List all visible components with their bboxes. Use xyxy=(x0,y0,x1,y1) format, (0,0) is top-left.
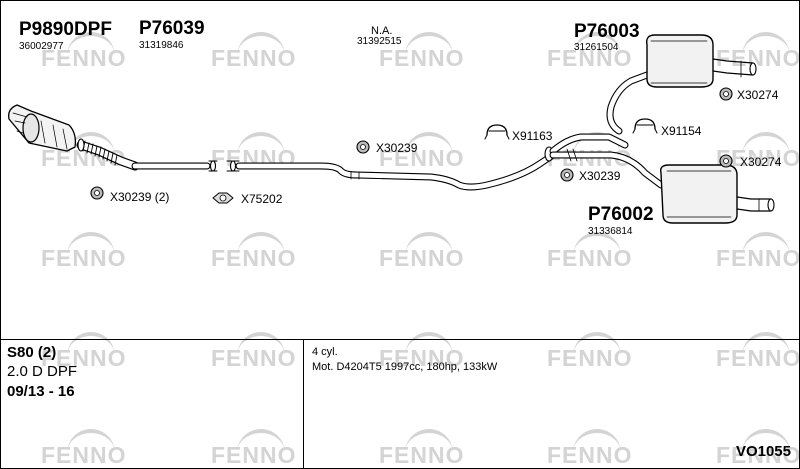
watermark-arc-icon xyxy=(237,429,285,453)
vehicle-engine-type: 2.0 D DPF xyxy=(7,363,78,380)
watermark-arc-icon xyxy=(573,429,621,453)
accessory-label-x75202: X75202 xyxy=(241,192,283,206)
part-number-na: N.A. xyxy=(371,25,393,37)
table-divider-horizontal xyxy=(1,339,799,340)
hanger-x30239-mid-icon xyxy=(356,140,370,154)
accessory-label-x30239-right: X30239 xyxy=(579,169,621,183)
watermark-arc-icon xyxy=(67,32,115,56)
hanger-x30274-top-icon xyxy=(719,87,733,101)
accessory-label-x30274-bottom: X30274 xyxy=(740,155,782,169)
watermark-text: FENNO xyxy=(379,32,465,72)
watermark-arc-icon xyxy=(742,132,790,156)
part-number-p76003: P76003 xyxy=(574,21,640,42)
clamp-x91154-icon xyxy=(632,118,658,134)
watermark-text: FENNO xyxy=(716,32,799,72)
watermark-arc-icon xyxy=(405,429,453,453)
middle-pipe-drawing xyxy=(226,151,557,191)
watermark-arc-icon xyxy=(573,332,621,356)
vehicle-model: S80 (2) xyxy=(7,344,57,361)
watermark-arc-icon xyxy=(405,132,453,156)
oe-code-p76039: 31319846 xyxy=(139,40,184,51)
watermark-arc-icon xyxy=(573,32,621,56)
hanger-x30274-bottom-icon xyxy=(719,154,733,168)
accessory-label-x91154: X91154 xyxy=(661,124,702,138)
watermark-text: FENNO xyxy=(211,332,297,372)
watermark-arc-icon xyxy=(405,232,453,256)
watermark-arc-icon xyxy=(67,332,115,356)
watermark-text: FENNO xyxy=(379,429,465,468)
part-number-p76039: P76039 xyxy=(139,18,205,39)
watermark-arc-icon xyxy=(237,132,285,156)
dpf-catalyst-drawing xyxy=(8,104,77,152)
watermark-text: FENNO xyxy=(716,232,799,272)
part-number-p9890dpf: P9890DPF xyxy=(19,19,112,40)
accessory-label-x30239-2: X30239 (2) xyxy=(110,190,170,204)
watermark-text: FENNO xyxy=(41,332,127,372)
watermark-arc-icon xyxy=(67,232,115,256)
watermark-arc-icon xyxy=(405,332,453,356)
upper-rear-silencer-drawing xyxy=(606,34,757,135)
watermark-text: FENNO xyxy=(41,429,127,468)
accessory-label-x30239-mid: X30239 xyxy=(376,141,418,155)
watermark-text: FENNO xyxy=(716,332,799,372)
table-divider-vertical xyxy=(303,339,304,468)
watermark-arc-icon xyxy=(237,332,285,356)
engine-details: Mot. D4204T5 1997cc, 180hp, 133kW xyxy=(312,361,498,373)
watermark-arc-icon xyxy=(67,132,115,156)
watermark-arc-icon xyxy=(67,429,115,453)
exhaust-system-drawing xyxy=(8,34,775,224)
lower-rear-silencer-drawing xyxy=(659,164,775,224)
oe-code-na: 31392515 xyxy=(357,36,402,47)
watermark-arc-icon xyxy=(742,429,790,453)
front-pipe-drawing xyxy=(131,160,218,172)
watermark-text: FENNO xyxy=(547,429,633,468)
watermark-arc-icon xyxy=(237,232,285,256)
watermark-text: FENNO xyxy=(41,232,127,272)
watermark-arc-icon xyxy=(573,232,621,256)
diagram-code: VO1055 xyxy=(735,443,791,460)
watermark-text: FENNO xyxy=(379,132,465,172)
watermark-arc-icon xyxy=(237,32,285,56)
watermark-arc-icon xyxy=(742,332,790,356)
engine-cylinders: 4 cyl. xyxy=(312,346,338,358)
watermark-text: FENNO xyxy=(41,32,127,72)
oe-code-p9890dpf: 36002977 xyxy=(19,41,64,52)
accessory-label-x91163: X91163 xyxy=(512,129,553,143)
gasket-x75202-icon xyxy=(212,192,234,204)
accessory-label-x30274-top: X30274 xyxy=(737,88,779,102)
watermark-arc-icon xyxy=(405,32,453,56)
oe-code-p76002: 31336814 xyxy=(588,226,633,237)
watermark-arc-icon xyxy=(742,32,790,56)
watermark-text: FENNO xyxy=(379,332,465,372)
y-pipe-drawing xyxy=(544,133,665,189)
flex-pipe-drawing xyxy=(76,138,140,171)
vehicle-years: 09/13 - 16 xyxy=(7,383,75,400)
watermark-text: FENNO xyxy=(547,32,633,72)
hanger-x30239-right-icon xyxy=(560,168,574,182)
part-number-p76002: P76002 xyxy=(588,204,654,225)
watermark-text: FENNO xyxy=(211,32,297,72)
hanger-x30239-2-icon xyxy=(90,186,104,200)
watermark-arc-icon xyxy=(742,232,790,256)
watermark-text: FENNO xyxy=(211,429,297,468)
watermark-text: FENNO xyxy=(547,332,633,372)
watermark-text: FENNO xyxy=(211,232,297,272)
clamp-x91163-icon xyxy=(484,124,510,140)
watermark-text: FENNO xyxy=(716,429,799,468)
watermark-text: FENNO xyxy=(547,232,633,272)
watermark-text: FENNO xyxy=(379,232,465,272)
oe-code-p76003: 31261504 xyxy=(574,42,619,53)
